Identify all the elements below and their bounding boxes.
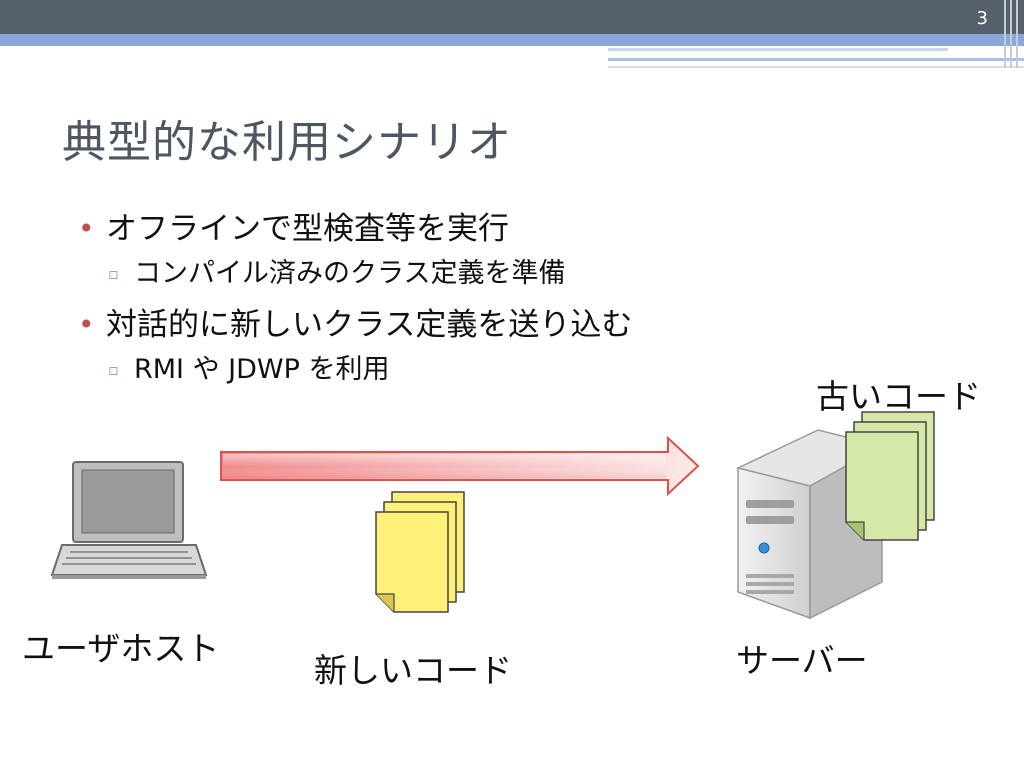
decor-line	[608, 58, 1024, 61]
top-bar	[0, 0, 1024, 34]
server-icon	[735, 429, 885, 620]
bullet-offline-check: オフラインで型検査等を実行	[78, 204, 632, 254]
decor-line	[608, 48, 948, 51]
bullet-send-classes: 対話的に新しいクラス定義を送り込む	[78, 300, 632, 350]
slide-number: 3	[976, 8, 988, 29]
sub-bullet-rmi-jdwp: RMI や JDWP を利用	[78, 350, 632, 390]
decor-divider	[1010, 0, 1012, 68]
accent-band	[0, 34, 1024, 46]
laptop-icon	[50, 461, 208, 579]
old-code-documents-icon	[845, 411, 935, 541]
new-code-documents-icon	[375, 491, 465, 613]
slide-title: 典型的な利用シナリオ	[62, 117, 512, 168]
server-label: サーバー	[736, 641, 868, 680]
old-code-label: 古いコード	[816, 377, 981, 416]
transfer-arrow-icon	[220, 435, 700, 497]
decor-line	[608, 66, 1024, 68]
sub-bullet-prepare-classes: コンパイル済みのクラス定義を準備	[78, 254, 632, 294]
decor-divider	[1004, 0, 1006, 68]
new-code-label: 新しいコード	[314, 651, 512, 690]
bullet-list: オフラインで型検査等を実行 コンパイル済みのクラス定義を準備 対話的に新しいクラ…	[78, 204, 632, 396]
decor-divider	[1016, 0, 1018, 68]
user-host-label: ユーザホスト	[22, 629, 220, 668]
